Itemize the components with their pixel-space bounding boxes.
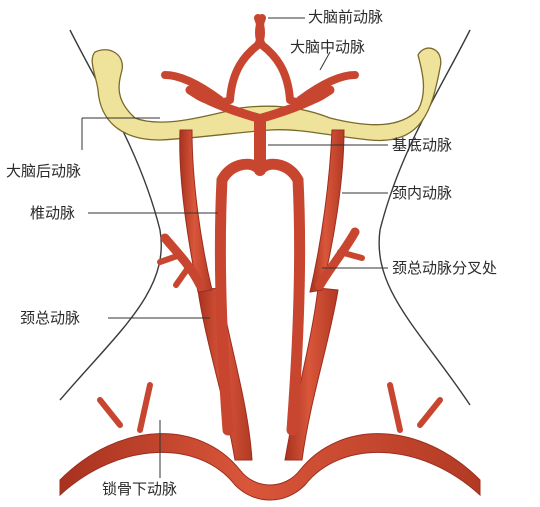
label-carotid-bifurcation: 颈总动脉分叉处	[392, 259, 498, 277]
neck-outline-right	[378, 29, 471, 406]
vertebral-left	[214, 158, 264, 436]
leader-middle-cerebral	[319, 51, 331, 71]
middle-cerebral-left	[161, 71, 224, 104]
label-posterior-cerebral: 大脑后动脉	[6, 162, 82, 180]
anterior-cerebral	[226, 14, 294, 104]
skull-base-bone	[91, 47, 442, 142]
label-middle-cerebral: 大脑中动脉	[290, 38, 366, 56]
label-subclavian: 锁骨下动脉	[102, 480, 178, 498]
external-carotid-right	[315, 227, 360, 290]
middle-cerebral-right	[296, 71, 359, 104]
external-carotid-left	[160, 233, 205, 290]
internal-carotid-left	[179, 129, 213, 293]
label-common-carotid: 颈总动脉	[20, 309, 81, 327]
subclavian-arch	[59, 433, 481, 501]
label-anterior-cerebral: 大脑前动脉	[308, 8, 384, 26]
label-internal-carotid: 颈内动脉	[392, 184, 453, 202]
label-vertebral: 椎动脉	[30, 204, 76, 222]
label-basilar: 基底动脉	[392, 136, 453, 154]
vertebral-right	[256, 158, 306, 436]
internal-carotid-right	[309, 129, 345, 293]
